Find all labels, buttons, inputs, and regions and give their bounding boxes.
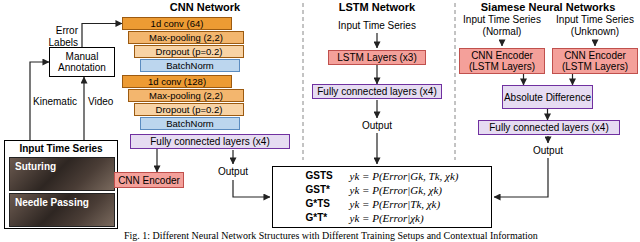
node-text: Manual Annotation bbox=[50, 51, 114, 73]
setup-code: G*TS bbox=[306, 198, 342, 210]
node-text: Max-pooling (2,2) bbox=[149, 90, 223, 101]
pool-layer: Max-pooling (2,2) bbox=[128, 31, 244, 44]
process-box: Manual Annotation bbox=[49, 47, 115, 77]
flow-arrow bbox=[156, 149, 157, 172]
flow-arrow bbox=[83, 77, 84, 140]
output-label: Output bbox=[357, 120, 397, 132]
flow-arrow bbox=[572, 74, 573, 85]
output-label: Output bbox=[213, 166, 253, 178]
node-text: Needle Passing bbox=[15, 197, 89, 208]
input-label: Input Time Series bbox=[322, 20, 432, 32]
lstm-box: LSTM Layers (x3) bbox=[328, 50, 426, 65]
encoder-box: CNN Encoder bbox=[114, 172, 184, 188]
node-text: BatchNorm bbox=[166, 118, 214, 129]
pool-layer: Max-pooling (2,2) bbox=[128, 89, 244, 102]
node-text: Dropout (p=0.2) bbox=[156, 46, 223, 57]
output-arrow bbox=[547, 136, 548, 143]
formula-text: yk = P(Error|χk) bbox=[350, 212, 459, 224]
batchnorm-layer: BatchNorm bbox=[140, 117, 240, 130]
output-arrow bbox=[494, 158, 548, 197]
section-title: LSTM Network bbox=[317, 1, 437, 13]
node-text: BatchNorm bbox=[166, 60, 214, 71]
node-text: 1d conv (128) bbox=[148, 76, 206, 87]
node-text: Fully connected layers (x4) bbox=[317, 86, 437, 97]
node-text: CNN Encoder (LSTM Layers) bbox=[553, 50, 637, 72]
formula-text: yk = P(Error|Tk, χk) bbox=[350, 198, 459, 210]
encoder-box: CNN Encoder (LSTM Layers) bbox=[459, 48, 545, 74]
difference-box: Absolute Difference bbox=[502, 85, 593, 109]
input-label: Input Time Series (Normal) bbox=[462, 14, 542, 38]
input-arrow bbox=[501, 40, 502, 46]
formula-text: yk = P(Error|Gk, Tk, χk) bbox=[350, 170, 459, 182]
dense-block: Fully connected layers (x4) bbox=[130, 134, 290, 149]
flow-arrow bbox=[523, 74, 524, 85]
flow-arrow bbox=[82, 24, 122, 48]
output-arrow bbox=[376, 133, 377, 164]
output-arrow bbox=[376, 100, 377, 118]
video-frame: Needle Passing bbox=[9, 193, 115, 227]
dropout-layer: Dropout (p=0.2) bbox=[134, 45, 244, 58]
node-text: Dropout (p=0.2) bbox=[156, 104, 223, 115]
flow-arrow bbox=[376, 65, 377, 84]
node-text: 1d conv (64) bbox=[151, 18, 204, 29]
input-label: Input Time Series (Unknown) bbox=[555, 14, 635, 38]
dense-block: Fully connected layers (x4) bbox=[312, 84, 442, 99]
setup-code: GST* bbox=[306, 184, 342, 196]
video-frame: Suturing bbox=[9, 157, 115, 191]
input-arrow bbox=[594, 40, 595, 46]
dense-block: Fully connected layers (x4) bbox=[478, 120, 620, 135]
figure-caption: Fig. 1: Different Neural Network Structu… bbox=[124, 230, 538, 242]
section-divider bbox=[455, 3, 456, 160]
section-title: CNN Network bbox=[150, 1, 260, 13]
flow-arrow bbox=[547, 109, 548, 120]
section-title: Siamese Neural Networks bbox=[463, 1, 633, 13]
node-text: Absolute Difference bbox=[504, 92, 591, 103]
input-panel: Input Time SeriesSuturingNeedle Passing bbox=[4, 140, 118, 229]
dropout-layer: Dropout (p=0.2) bbox=[134, 103, 244, 116]
output-arrow bbox=[233, 180, 270, 197]
flow-label: Kinematic bbox=[33, 96, 81, 108]
node-text: Input Time Series bbox=[5, 141, 117, 154]
node-text: CNN Encoder bbox=[118, 175, 180, 186]
conv-layer: 1d conv (64) bbox=[122, 17, 232, 30]
output-label: Output bbox=[528, 145, 568, 157]
section-divider bbox=[303, 3, 304, 160]
flow-label: Error Labels bbox=[44, 25, 78, 49]
formula-text: yk = P(Error|Gk, χk) bbox=[350, 184, 459, 196]
setup-code: GSTS bbox=[306, 170, 342, 182]
input-arrow bbox=[376, 33, 377, 48]
conv-layer: 1d conv (128) bbox=[122, 75, 232, 88]
node-text: Suturing bbox=[15, 161, 56, 172]
flow-label: Video bbox=[88, 96, 116, 108]
node-text: Max-pooling (2,2) bbox=[149, 32, 223, 43]
batchnorm-layer: BatchNorm bbox=[140, 59, 240, 72]
setup-code: G*T* bbox=[306, 212, 342, 224]
formula-box: GSTS yk = P(Error|Gk, Tk, χk) GST* yk = P(E… bbox=[272, 166, 492, 228]
node-text: CNN Encoder (LSTM Layers) bbox=[460, 50, 544, 72]
output-arrow bbox=[232, 150, 233, 164]
encoder-box: CNN Encoder (LSTM Layers) bbox=[552, 48, 638, 74]
node-text: LSTM Layers (x3) bbox=[337, 52, 416, 63]
node-text: Fully connected layers (x4) bbox=[489, 122, 609, 133]
node-text: Fully connected layers (x4) bbox=[150, 136, 270, 147]
